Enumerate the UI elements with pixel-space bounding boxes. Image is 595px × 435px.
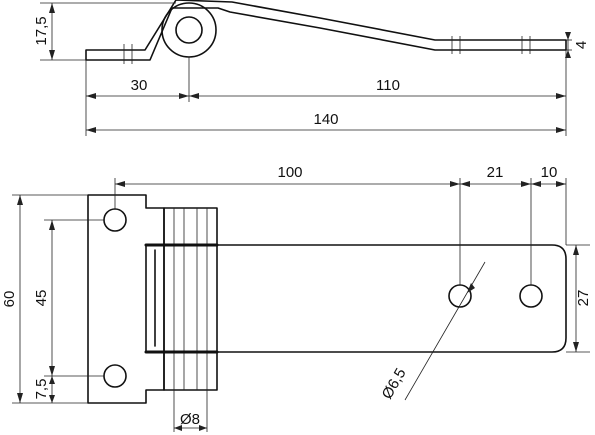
strap-hole-1: [448, 284, 472, 308]
dim-17-5-label: 17,5: [33, 16, 50, 45]
arrowhead: [174, 425, 182, 431]
arrowhead: [49, 3, 55, 13]
dim-27-label: 27: [575, 290, 592, 307]
knuckle-barrel: [163, 207, 218, 391]
arrowhead: [573, 342, 579, 352]
plate-hole-top: [103, 208, 127, 232]
dim-110-label: 110: [376, 77, 400, 94]
arrowhead: [460, 181, 470, 187]
side-profile-outline: [85, 0, 567, 61]
arrowhead: [565, 50, 571, 58]
arrowhead: [565, 32, 571, 40]
strap: [145, 244, 567, 353]
dim-45-label: 45: [33, 290, 50, 307]
dim-hole-diameter-label: Ø6,5: [379, 365, 410, 402]
knuckle-outer: [161, 2, 217, 58]
plate-hole-bottom: [103, 364, 127, 388]
dim-4-label: 4: [573, 41, 590, 49]
dim-pin-diameter-label: Ø8: [180, 411, 200, 428]
arrowhead: [17, 393, 23, 403]
arrowhead: [531, 181, 541, 187]
arrowhead: [450, 181, 460, 187]
strap-hole-2: [519, 284, 543, 308]
arrowhead: [49, 366, 55, 376]
arrowhead: [49, 220, 55, 230]
arrowhead: [49, 395, 55, 403]
knuckle-pin: [175, 16, 203, 44]
arrowhead: [521, 181, 531, 187]
dim-21-label: 21: [487, 164, 504, 181]
arrowhead: [49, 50, 55, 60]
arrowhead: [556, 127, 566, 133]
arrowhead: [573, 245, 579, 255]
arrowhead: [556, 181, 566, 187]
plan-view: 100 21 10 60 45 7,5 27: [1, 164, 592, 432]
dim-30-label: 30: [131, 77, 148, 94]
dim-7-5-label: 7,5: [33, 379, 50, 400]
dim-100-label: 100: [277, 164, 302, 181]
dim-140-label: 140: [313, 111, 338, 128]
arrowhead: [199, 425, 207, 431]
arrowhead: [115, 181, 125, 187]
arrowhead: [179, 93, 189, 99]
side-view: 17,5 4 30 110 140: [33, 0, 590, 136]
arrowhead: [189, 93, 199, 99]
dim-60-label: 60: [1, 291, 18, 308]
arrowhead: [86, 127, 96, 133]
arrowhead: [556, 93, 566, 99]
dim-10-label: 10: [541, 164, 558, 181]
arrowhead: [17, 195, 23, 205]
arrowhead: [49, 376, 55, 384]
dia-leader-line: [404, 261, 486, 401]
arrowhead: [467, 283, 475, 293]
arrowhead: [86, 93, 96, 99]
